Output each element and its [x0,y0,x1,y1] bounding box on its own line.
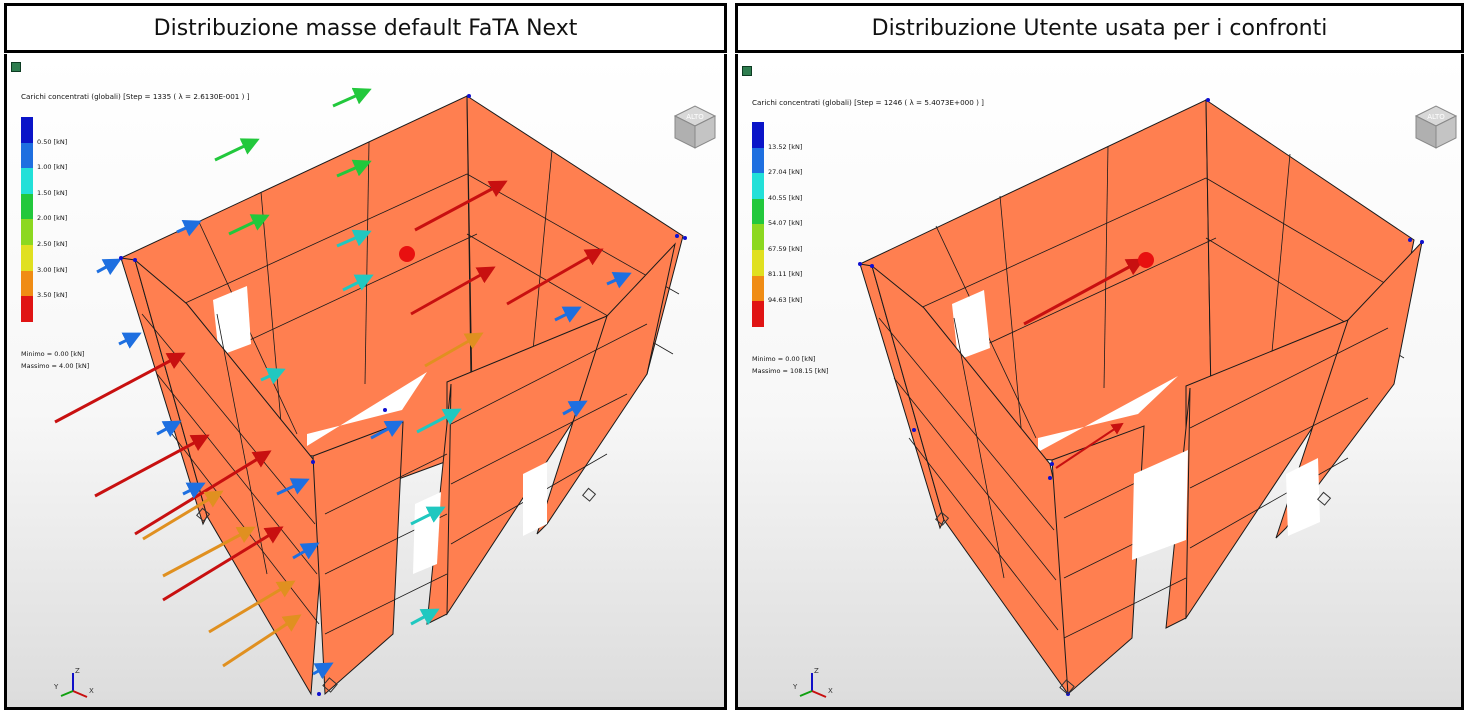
left-panel: Distribuzione masse default FaTA Next Ca… [0,0,731,713]
model-viewport-right[interactable]: Carichi concentrati (globali) [Step = 12… [735,54,1464,710]
axis-x-label: X [828,687,833,695]
scale-label: 3.50 [kN] [37,291,68,299]
axis-y-label: Y [792,683,798,691]
control-node-marker[interactable] [399,246,415,262]
cube-label: ALTO [1427,113,1445,121]
view-mode-icon[interactable] [11,62,21,72]
right-panel: Distribuzione Utente usata per i confron… [731,0,1468,713]
cube-label: ALTO [686,113,704,121]
max-value: Massimo = 108.15 [kN] [752,367,829,375]
supports-left [196,487,597,693]
scale-label: 1.50 [kN] [37,189,68,197]
legend-title-left: Carichi concentrati (globali) [Step = 13… [21,92,250,101]
axes-triad-right: Z X Y [790,663,836,699]
view-cube-left[interactable]: ALTO [669,102,719,152]
scale-label: 54.07 [kN] [768,219,803,227]
load-arrows-right [1023,258,1145,469]
minmax-left: Minimo = 0.00 [kN] Massimo = 4.00 [kN] [21,348,89,372]
scale-label: 67.59 [kN] [768,245,803,253]
axes-triad-left: Z X Y [51,663,97,699]
model-viewport-left[interactable]: Carichi concentrati (globali) [Step = 13… [4,54,727,710]
structure-model-right[interactable] [738,54,1464,710]
scale-label: 1.00 [kN] [37,163,68,171]
scale-label: 81.11 [kN] [768,270,803,278]
control-node-marker[interactable] [1138,252,1154,268]
view-cube-right[interactable]: ALTO [1410,102,1460,152]
minmax-right: Minimo = 0.00 [kN] Massimo = 108.15 [kN] [752,353,829,377]
max-value: Massimo = 4.00 [kN] [21,362,90,370]
legend-title-right: Carichi concentrati (globali) [Step = 12… [752,98,984,107]
axis-y-label: Y [53,683,59,691]
scale-label: 2.50 [kN] [37,240,68,248]
scale-label: 2.00 [kN] [37,214,68,222]
scale-label: 13.52 [kN] [768,143,803,151]
panel-title-right: Distribuzione Utente usata per i confron… [735,3,1464,53]
scale-label: 3.00 [kN] [37,266,68,274]
wall-front [1051,240,1423,696]
scale-label: 40.55 [kN] [768,194,803,202]
nodes-left [119,94,687,696]
view-mode-icon[interactable] [742,66,752,76]
wall-front [312,242,676,696]
scale-label: 27.04 [kN] [768,168,803,176]
min-value: Minimo = 0.00 [kN] [21,350,85,358]
color-scale-right [752,122,764,327]
scale-label: 94.63 [kN] [768,296,803,304]
load-arrows-left [54,87,632,680]
axis-x-label: X [89,687,94,695]
axis-z-label: Z [814,667,819,675]
wall-left-side [859,263,1069,696]
supports-right [935,491,1332,695]
panel-title-left: Distribuzione masse default FaTA Next [4,3,727,53]
color-scale-left [21,117,33,322]
scale-label: 0.50 [kN] [37,138,68,146]
nodes-right [858,98,1424,696]
min-value: Minimo = 0.00 [kN] [752,355,816,363]
structure-model-left[interactable] [7,54,727,710]
axis-z-label: Z [75,667,80,675]
